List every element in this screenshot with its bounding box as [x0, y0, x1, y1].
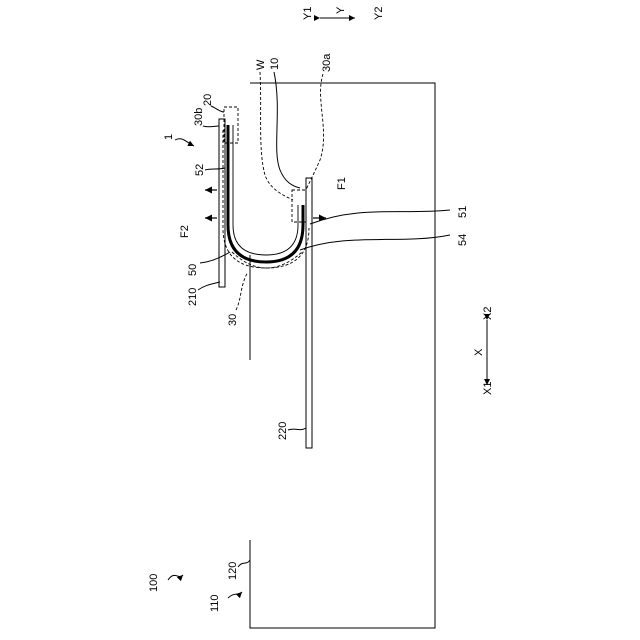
leader-220: [288, 428, 306, 430]
leader-10: [274, 72, 300, 188]
label-y: Y: [335, 6, 347, 14]
label-52: 52: [194, 164, 206, 176]
label-20: 20: [202, 94, 214, 106]
housing-outline: [250, 83, 435, 628]
label-y2: Y2: [373, 7, 385, 20]
label-x2: X2: [482, 307, 494, 320]
leader-100: [168, 575, 183, 580]
label-54: 54: [457, 234, 469, 246]
label-50: 50: [187, 264, 199, 276]
label-110: 110: [209, 594, 221, 612]
label-group: Y1 Y Y2 X2 X X1 W 10 30a 20 30b 1 52 F2 …: [148, 6, 494, 612]
leader-30b: [203, 126, 219, 127]
label-x1: X1: [482, 382, 494, 395]
label-1: 1: [163, 134, 175, 140]
leader-30a: [306, 74, 324, 190]
label-F2: F2: [179, 225, 191, 238]
bent-member-50: [228, 125, 303, 262]
label-30a: 30a: [321, 53, 333, 72]
label-220: 220: [277, 422, 289, 440]
label-210: 210: [187, 288, 199, 306]
label-30: 30: [227, 314, 239, 326]
plate-210: [219, 119, 225, 287]
leader-54: [300, 235, 450, 250]
label-120: 120: [227, 562, 239, 580]
plate-220: [306, 178, 312, 448]
leader-110: [228, 592, 242, 598]
label-10: 10: [269, 58, 281, 70]
leader-30: [236, 272, 248, 310]
label-100: 100: [148, 574, 160, 592]
label-x: X: [473, 348, 485, 356]
leader-1: [175, 139, 194, 146]
inner-line-10: [233, 125, 298, 255]
leader-120: [238, 560, 250, 567]
label-51: 51: [457, 206, 469, 218]
label-F1: F1: [336, 177, 348, 190]
leader-210: [198, 282, 220, 290]
label-30b: 30b: [193, 108, 205, 126]
leader-51: [310, 210, 450, 224]
label-y1: Y1: [302, 7, 314, 20]
dashed-box-20: [224, 107, 238, 143]
label-W: W: [255, 59, 267, 70]
